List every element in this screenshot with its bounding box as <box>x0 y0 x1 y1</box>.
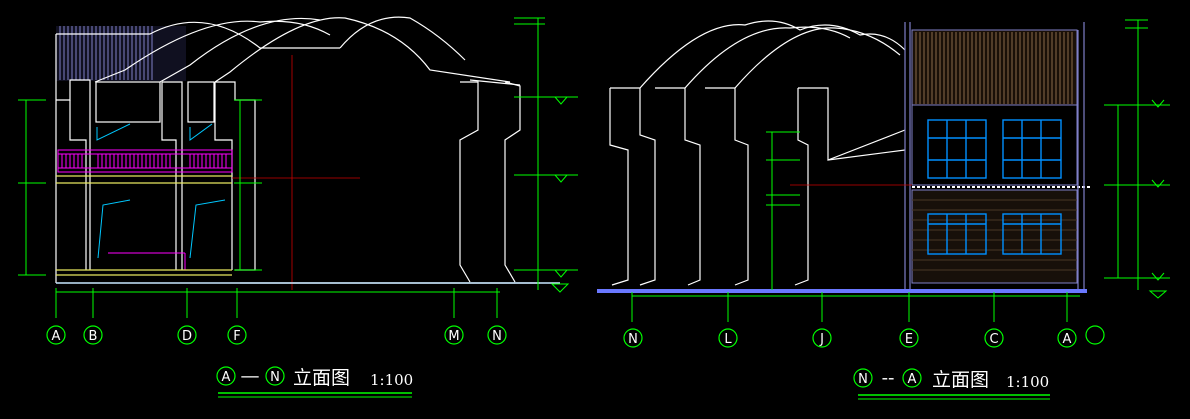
title-scale: 1:100 <box>370 371 413 389</box>
axis-bubble: B <box>83 325 103 345</box>
axis-bubble: A <box>1057 328 1077 348</box>
axis-bubble: L <box>718 328 738 348</box>
title-separator: — <box>241 365 260 387</box>
left-elevation-title: A — N 立面图 1:100 <box>216 365 413 398</box>
window <box>927 119 987 179</box>
window <box>1002 119 1062 179</box>
axis-bubble-empty <box>1085 325 1105 345</box>
left-gables <box>56 16 521 283</box>
window <box>1002 213 1062 255</box>
title-separator: -- <box>882 367 895 389</box>
axis-bubble: J <box>812 328 832 348</box>
axis-label: C <box>989 332 998 347</box>
title-end-axis: N <box>270 370 280 385</box>
axis-label: N <box>492 329 502 344</box>
right-axis-bubbles: N L J E C A <box>623 325 1105 348</box>
left-balustrade <box>57 149 233 270</box>
title-start-axis: N <box>858 372 868 387</box>
axis-label: L <box>724 332 732 347</box>
axis-bubble: C <box>984 328 1004 348</box>
left-axis-bubbles: A B D F M N <box>46 325 507 345</box>
title-end-axis: A <box>908 372 917 387</box>
right-dimensions <box>631 19 1170 322</box>
axis-label: F <box>233 329 240 344</box>
title-start-axis: A <box>222 370 231 385</box>
axis-bubble: N <box>487 325 507 345</box>
axis-bubble: E <box>899 328 919 348</box>
axis-bubble: N <box>623 328 643 348</box>
axis-label: A <box>52 329 61 344</box>
axis-bubble: D <box>177 325 197 345</box>
axis-bubble: M <box>444 325 464 345</box>
axis-label: A <box>1063 332 1072 347</box>
axis-label: D <box>182 329 192 344</box>
title-label: 立面图 <box>932 369 989 391</box>
left-red-axes <box>232 55 360 290</box>
axis-bubble: A <box>46 325 66 345</box>
left-dimensions <box>18 17 578 318</box>
right-windows <box>927 119 1062 255</box>
title-label: 立面图 <box>293 367 350 389</box>
axis-label: J <box>819 332 824 347</box>
right-ground-line <box>597 289 1087 293</box>
axis-bubble: F <box>227 325 247 345</box>
axis-label: E <box>905 332 913 347</box>
window <box>927 213 987 255</box>
right-gables <box>609 20 906 286</box>
title-scale: 1:100 <box>1006 373 1049 391</box>
left-elevation: A B D F M N <box>18 16 578 398</box>
right-elevation-title: N -- A 立面图 1:100 <box>853 367 1050 400</box>
axis-label: M <box>448 329 459 344</box>
left-floor-beams <box>56 175 232 276</box>
axis-label: N <box>628 332 638 347</box>
right-elevation: N L J E C A <box>597 19 1170 400</box>
right-building-block <box>904 22 1090 290</box>
left-openings <box>96 123 226 259</box>
axis-label: B <box>89 329 98 344</box>
